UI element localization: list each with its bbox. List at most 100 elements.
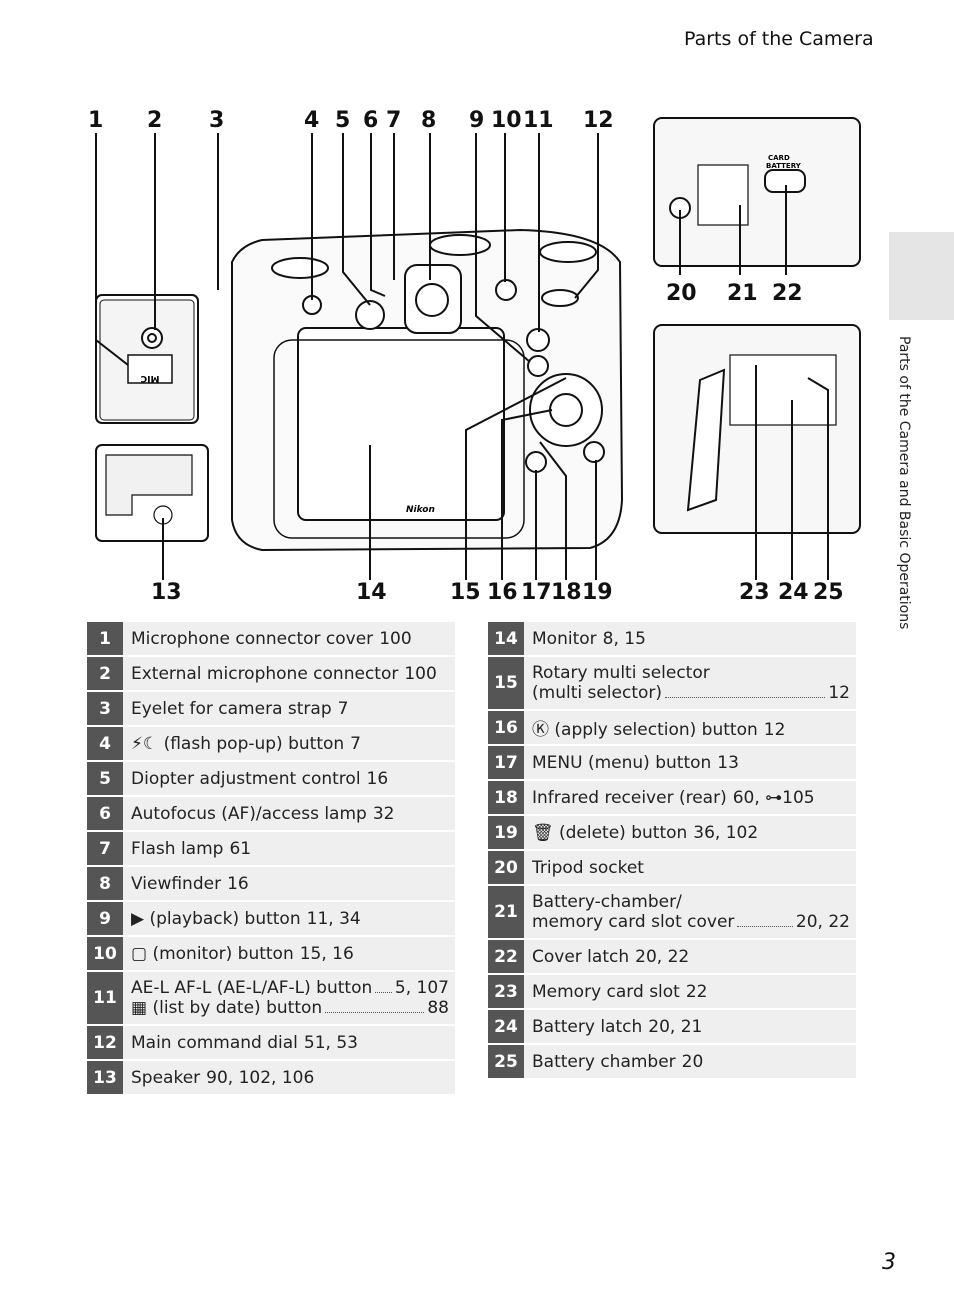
- callout-4: 4: [304, 108, 320, 133]
- page-ref: 12: [828, 683, 850, 703]
- legend-label: Rotary multi selector(multi selector)12: [524, 657, 856, 709]
- legend-text: MENU (menu) button: [532, 752, 712, 773]
- callout-2: 2: [147, 108, 163, 133]
- legend-text: 🗑 (delete) button: [532, 822, 688, 843]
- page-ref: 20, 21: [648, 1016, 703, 1037]
- page-ref: 16: [227, 873, 249, 894]
- page-ref: 13: [717, 752, 739, 773]
- legend-number: 3: [87, 692, 123, 725]
- page-ref: 5, 107: [394, 978, 449, 998]
- page-ref: 36, 102: [693, 822, 759, 843]
- legend-line: (multi selector) 12: [532, 683, 850, 703]
- legend-number: 12: [87, 1026, 123, 1059]
- legend-line: Tripod socket: [532, 858, 644, 878]
- legend-number: 14: [488, 622, 524, 655]
- legend-text: Diopter adjustment control: [131, 768, 361, 789]
- page-ref: 16: [366, 768, 389, 789]
- callout-23: 23: [739, 580, 770, 605]
- callout-10: 10: [491, 108, 522, 133]
- dot-leader: [325, 1012, 425, 1013]
- page-ref: 60, ⊶105: [732, 787, 815, 808]
- monitor-screen: [297, 327, 505, 521]
- legend-text: ▦ (list by date) button: [131, 998, 323, 1018]
- legend-text: External microphone connector: [131, 663, 399, 684]
- page-ref: 12: [763, 720, 786, 740]
- card-label: CARD: [768, 154, 790, 162]
- section-title: Parts of the Camera: [684, 28, 874, 50]
- dot-leader: [737, 926, 793, 927]
- legend-row: 21 Battery-chamber/memory card slot cover…: [488, 886, 856, 940]
- legend-text: Viewfinder: [131, 873, 222, 894]
- callout-21: 21: [727, 281, 758, 306]
- page-ref: 51, 53: [303, 1032, 358, 1053]
- legend-text: (multi selector): [532, 683, 663, 703]
- legend-line: Battery-chamber/: [532, 892, 850, 912]
- mic-label: MIC: [140, 373, 159, 383]
- page-ref: 20, 22: [635, 946, 690, 967]
- legend-number: 20: [488, 851, 524, 884]
- page-ref: 100: [379, 628, 412, 649]
- side-tab-marker: [889, 232, 954, 320]
- legend-number: 23: [488, 975, 524, 1008]
- legend-number: 21: [488, 886, 524, 938]
- callout-15: 15: [450, 580, 481, 605]
- legend-number: 8: [87, 867, 123, 900]
- legend-text: memory card slot cover: [532, 912, 735, 932]
- legend-text: Infrared receiver (rear): [532, 787, 727, 808]
- camera-diagram: MIC Nikon CARD BATTERY: [95, 117, 861, 580]
- legend-text: Memory card slot: [532, 981, 680, 1002]
- legend-number: 16: [488, 711, 524, 744]
- callout-14: 14: [356, 580, 387, 605]
- bottom-view-inset-1: [653, 117, 861, 267]
- callout-16: 16: [487, 580, 518, 605]
- page-ref: 20: [681, 1051, 704, 1072]
- dot-leader: [665, 697, 826, 698]
- legend-text: ⚡☾ (flash pop-up) button: [131, 733, 345, 754]
- brand-logo: Nikon: [406, 505, 435, 515]
- legend-number: 4: [87, 727, 123, 760]
- legend-text: Battery chamber: [532, 1051, 676, 1072]
- legend-text: Eyelet for camera strap: [131, 698, 332, 719]
- callout-22: 22: [772, 281, 803, 306]
- legend-number: 6: [87, 797, 123, 830]
- callout-7: 7: [386, 108, 402, 133]
- legend-number: 17: [488, 746, 524, 779]
